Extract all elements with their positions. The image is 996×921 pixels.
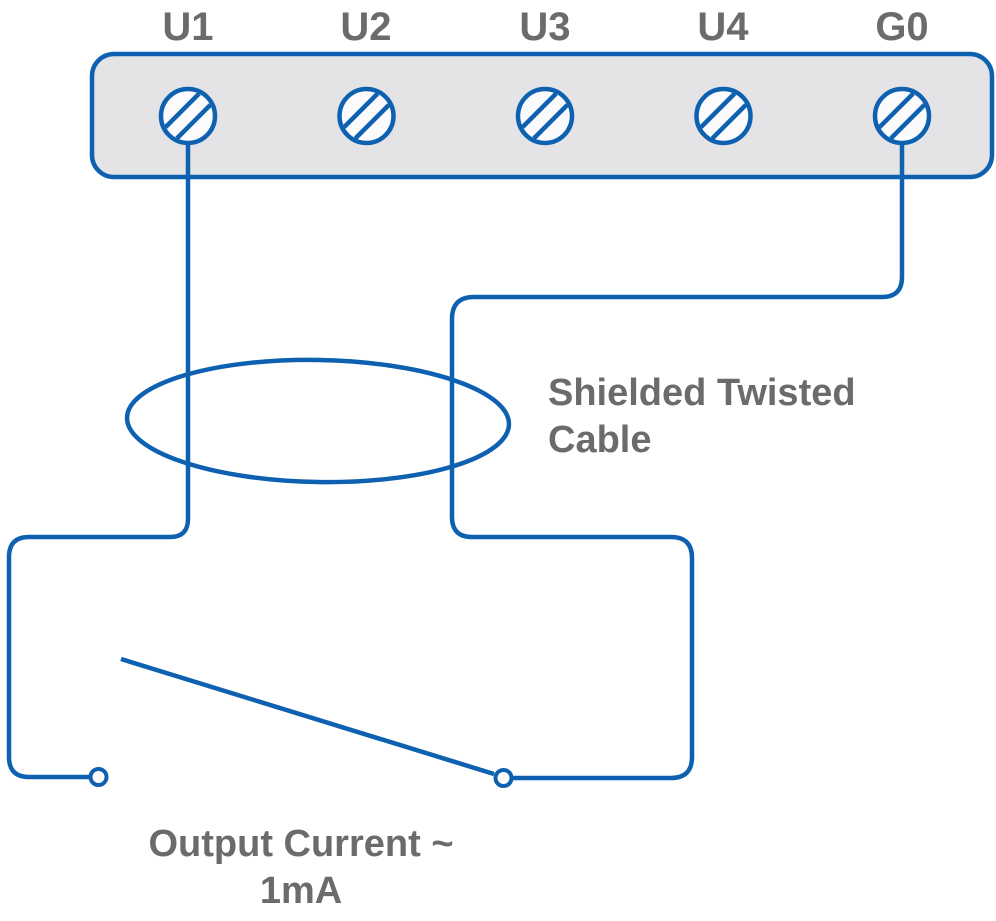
terminal-screw-u4-icon [694,86,753,146]
terminal-screw-u3-icon [515,86,575,146]
terminal-screw-g0-icon [872,86,932,146]
screw-slot [878,92,926,140]
wire-g0-to-switch [449,143,905,781]
switch-lever-icon [120,656,495,777]
terminal-screw-u1-icon [158,86,218,146]
output-current-annotation: Output Current ~ 1mA [103,821,499,915]
terminal-label-u4: U4 [697,5,749,49]
terminal-screw-u2-icon [337,86,396,146]
terminal-label-u3: U3 [519,5,571,49]
screw-slot [164,92,212,140]
screw-slot [699,92,748,140]
screw-circle [515,86,575,146]
terminal-label-u1: U1 [162,5,214,49]
cable-annotation-line1: Shielded Twisted [548,372,856,414]
output-current-line2: 1mA [259,870,343,912]
cable-annotation: Shielded Twisted Cable [548,370,856,464]
terminal-label-g0: G0 [875,5,929,49]
output-current-line1: Output Current ~ [148,823,454,865]
switch-contact-right-icon [493,768,514,788]
wire-u1-to-switch [6,143,191,780]
screw-slot [521,92,569,140]
screw-slot [342,92,391,140]
cable-loop-icon [124,357,512,485]
screw-circle [337,86,396,146]
screw-circle [158,86,218,146]
screw-circle [872,86,932,146]
screw-circle [694,86,753,146]
cable-annotation-line2: Cable [548,419,652,461]
switch-contact-left-icon [88,767,109,787]
terminal-label-u2: U2 [340,5,392,49]
